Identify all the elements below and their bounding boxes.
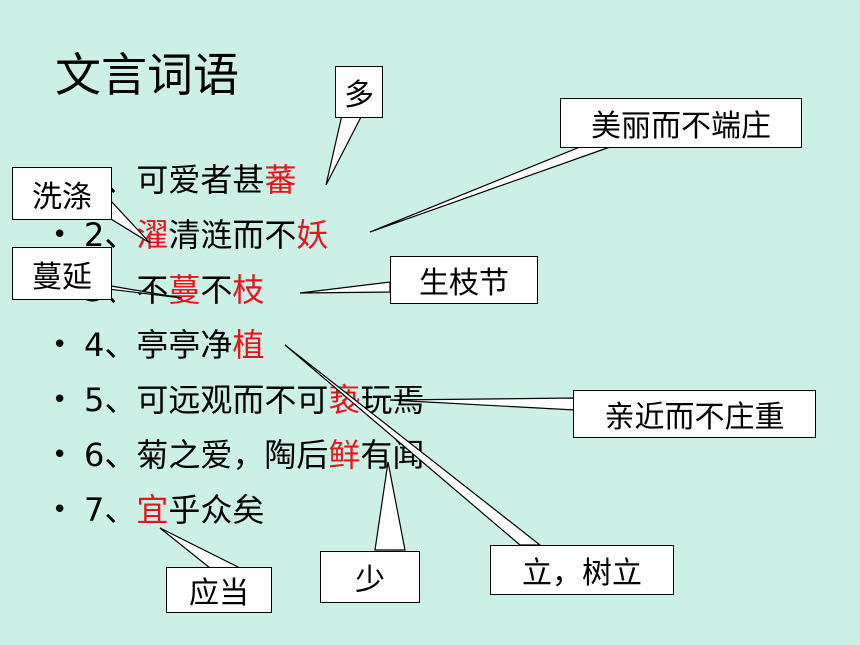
item-text: 亭亭净 xyxy=(136,326,233,364)
item-text: 不 xyxy=(200,271,233,309)
item-text: 清涟而不 xyxy=(168,216,297,254)
key-word: 蕃 xyxy=(264,161,297,199)
pointer-qinjin xyxy=(389,397,576,411)
pointer-lishuli xyxy=(284,344,542,546)
slide-title: 文言词语 xyxy=(55,48,239,102)
list-item: • 7、宜乎众矣 xyxy=(52,490,264,530)
pointer-shao xyxy=(374,461,406,551)
key-word: 植 xyxy=(232,326,265,364)
pointer-yingdang xyxy=(159,527,241,569)
item-sep: 、 xyxy=(104,491,137,529)
pointer-duo xyxy=(325,114,363,186)
key-word: 枝 xyxy=(232,271,265,309)
bullet: • xyxy=(52,220,68,250)
bullet: • xyxy=(52,440,68,470)
item-sep: 、 xyxy=(104,436,137,474)
pointer-meili xyxy=(369,146,611,233)
key-word: 蔓 xyxy=(168,271,201,309)
callout-yingdang: 应当 xyxy=(166,567,272,613)
item-number: 6 xyxy=(84,436,105,474)
item-sep: 、 xyxy=(104,381,137,419)
item-sep: 、 xyxy=(104,326,137,364)
list-item: • 4、亭亭净植 xyxy=(52,325,264,365)
key-word: 鲜 xyxy=(328,436,361,474)
callout-shengzhijie: 生枝节 xyxy=(390,256,538,304)
item-text: 可远观而不可 xyxy=(136,381,329,419)
list-item: •6、菊之爱，陶后鲜有闻 xyxy=(52,435,424,475)
item-text: 不 xyxy=(136,271,169,309)
item-number: 5 xyxy=(84,381,105,419)
callout-manyan: 蔓延 xyxy=(12,247,112,300)
item-text: 可爱者甚 xyxy=(136,161,265,199)
pointer-shengzhijie xyxy=(299,281,391,294)
callout-lishuli: 立，树立 xyxy=(490,545,674,595)
item-number: 2 xyxy=(84,216,105,254)
key-word: 妖 xyxy=(296,216,329,254)
callout-duo: 多 xyxy=(335,66,383,118)
item-number: 7 xyxy=(84,491,105,529)
list-item: •2、濯清涟而不妖 xyxy=(52,215,328,255)
bullet: • xyxy=(52,385,68,415)
item-text: 乎众矣 xyxy=(168,491,265,529)
key-word: 宜 xyxy=(136,491,169,529)
callout-qinjin: 亲近而不庄重 xyxy=(573,390,816,438)
item-text: 菊之爱，陶后 xyxy=(136,436,329,474)
bullet: • xyxy=(52,330,68,360)
callout-meili: 美丽而不端庄 xyxy=(560,98,802,148)
item-number: 4 xyxy=(84,326,105,364)
bullet: • xyxy=(52,495,68,525)
callout-xidi: 洗涤 xyxy=(12,167,112,220)
callout-shao: 少 xyxy=(320,551,420,603)
